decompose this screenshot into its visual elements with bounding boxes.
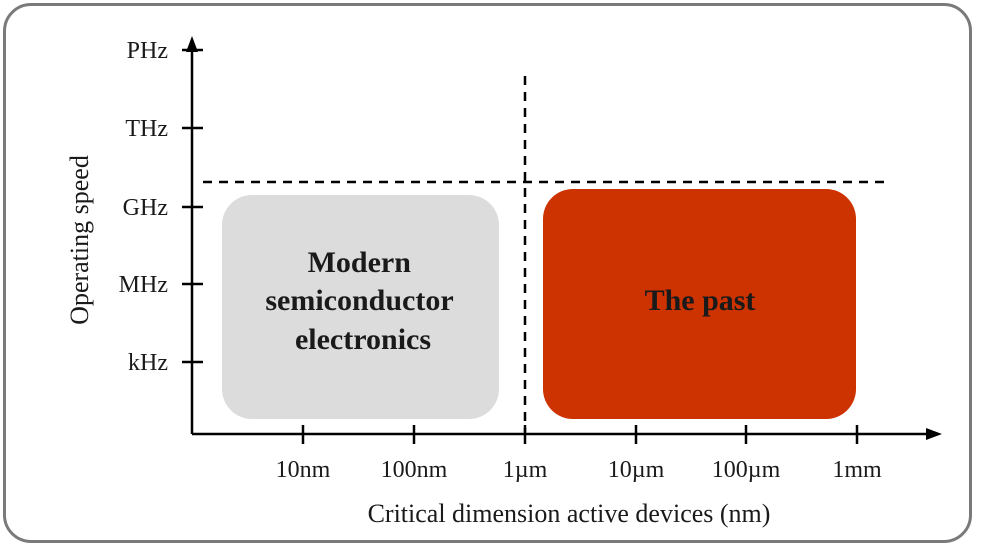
x-tick-label: 10nm	[276, 457, 331, 483]
modern-label-line: electronics	[295, 323, 431, 356]
y-tick-label: THz	[125, 116, 168, 142]
y-axis-title: Operating speed	[65, 155, 94, 325]
y-axis-tick-labels: kHz MHz GHz THz PHz	[119, 38, 168, 376]
modern-electronics-region	[222, 195, 499, 419]
y-tick-label: MHz	[119, 272, 168, 298]
x-tick-label: 1mm	[832, 457, 882, 483]
x-tick-label: 1µm	[503, 457, 548, 483]
y-tick-label: PHz	[127, 38, 168, 64]
x-tick-label: 10µm	[608, 457, 665, 483]
modern-label-line: semiconductor	[265, 284, 453, 317]
x-axis-title: Critical dimension active devices (nm)	[368, 499, 771, 528]
x-axis-arrowhead	[926, 428, 942, 440]
y-tick-label: GHz	[123, 195, 168, 221]
x-axis-tick-labels: 10nm 100nm 1µm 10µm 100µm 1mm	[276, 457, 882, 483]
the-past-label: The past	[645, 284, 756, 317]
y-axis-ticks	[182, 48, 203, 364]
x-tick-label: 100nm	[381, 457, 448, 483]
y-tick-label: kHz	[128, 350, 168, 376]
modern-electronics-label: Modern semiconductor electronics	[265, 246, 460, 356]
y-axis-arrowhead	[186, 36, 198, 52]
the-past-region	[543, 189, 856, 419]
x-tick-label: 100µm	[712, 457, 781, 483]
modern-label-line: Modern	[308, 246, 412, 279]
x-axis-ticks	[301, 425, 859, 444]
